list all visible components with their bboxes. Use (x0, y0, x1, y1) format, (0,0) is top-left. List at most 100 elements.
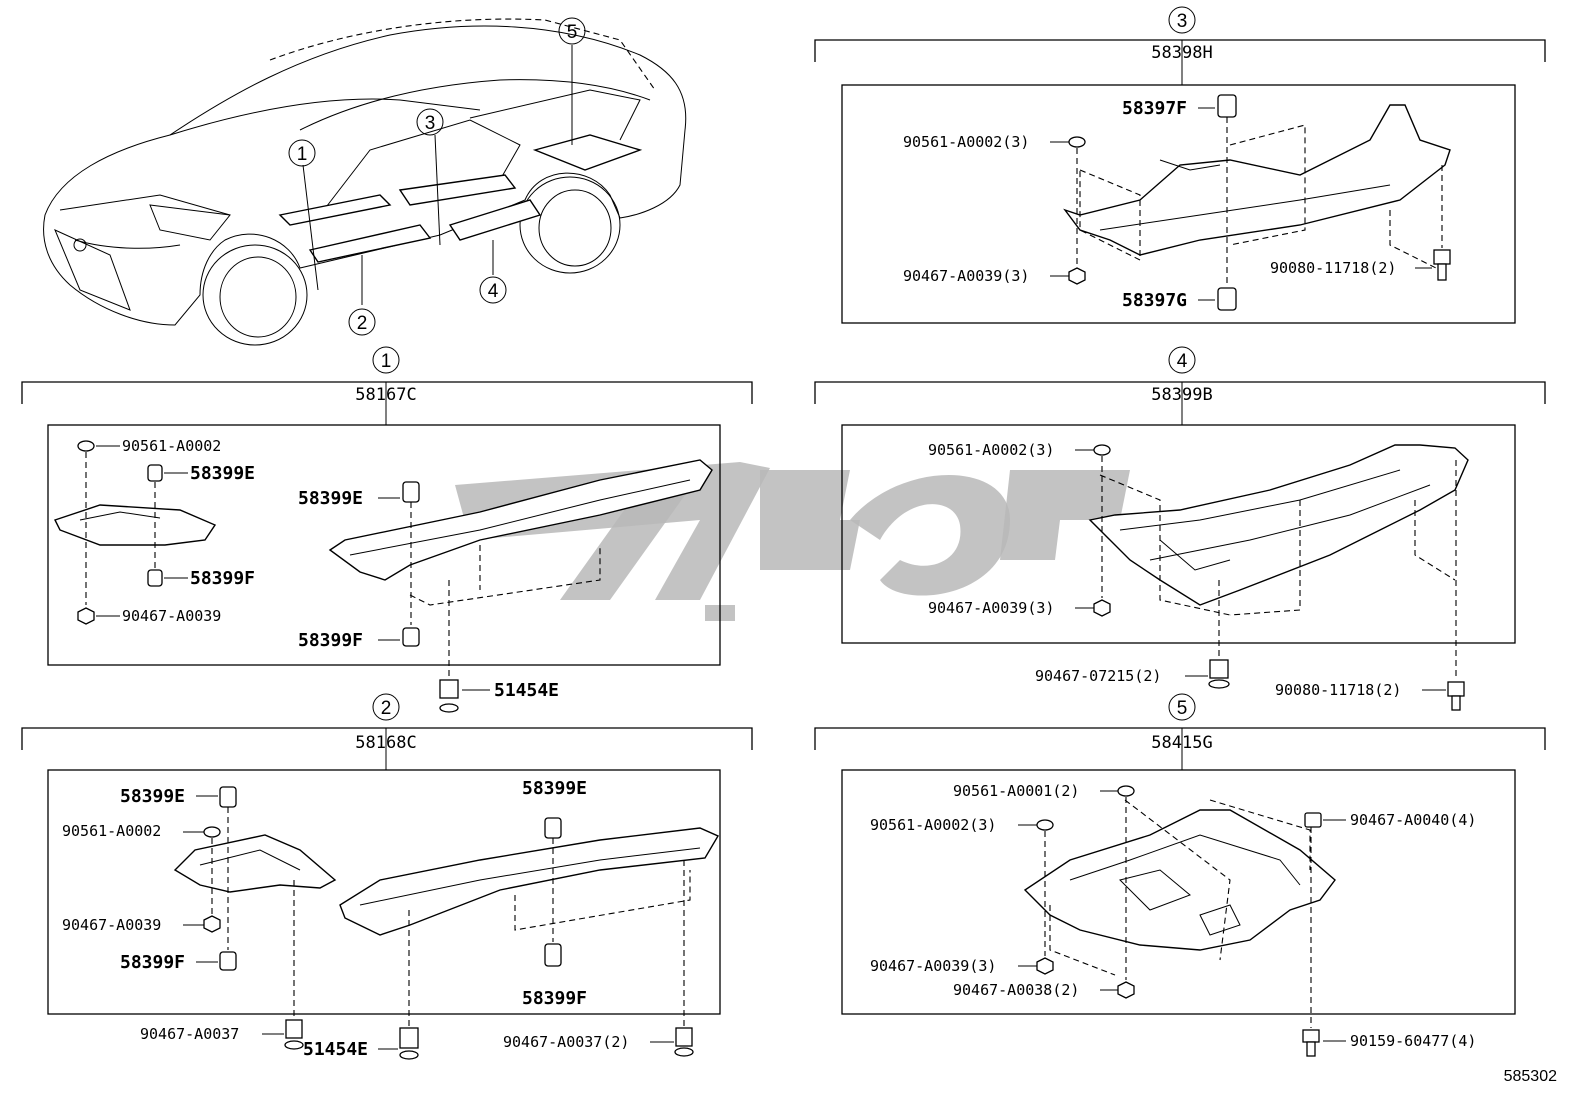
label-58397G: 58397G (1122, 290, 1187, 311)
label-90467-A0039-3: 90467-A0039(3) (903, 267, 1029, 285)
label-90467-A0037: 90467-A0037 (140, 1025, 239, 1043)
overview-callout-3: 3 (416, 108, 444, 136)
bolt-icon (1447, 681, 1465, 711)
group-4-58399B: 4 58399B 90561-A0002(3) 90467-A0039(3) (814, 346, 1546, 711)
group-5-detail-frame (841, 769, 1516, 1015)
vehicle-overview (43, 18, 687, 346)
engine-under-cover (1023, 809, 1336, 951)
svg-text:3: 3 (425, 113, 436, 134)
overview-callout-2: 2 (348, 308, 376, 336)
group-5-58415G: 5 58415G 90561-A0001(2) 90561-A0002(3) (814, 693, 1546, 1057)
group-3-callout (1168, 6, 1196, 34)
clip-icon (1117, 785, 1135, 797)
grommet-icon (1217, 287, 1237, 311)
grommet-icon (544, 943, 562, 967)
nut-icon (1068, 267, 1086, 285)
label-58399F: 58399F (120, 952, 185, 973)
group-3-assembly-code: 58398H (1151, 43, 1212, 63)
label-51454E: 51454E (494, 680, 559, 701)
group-5-number: 5 (1177, 698, 1188, 719)
bolt-icon (439, 679, 459, 713)
label-58397F: 58397F (1122, 98, 1187, 119)
grommet-icon (544, 817, 562, 839)
grommet-icon (402, 481, 420, 503)
label-58399F-long: 58399F (298, 630, 363, 651)
label-90467-A0039-3: 90467-A0039(3) (870, 957, 996, 975)
group-3-detail-frame (841, 84, 1516, 324)
group-4-callout (1168, 346, 1196, 374)
grommet-icon (147, 464, 163, 482)
label-90467-07215-2: 90467-07215(2) (1035, 667, 1161, 685)
group-5-assembly-code: 58415G (1151, 733, 1212, 753)
label-90467-A0040-4: 90467-A0040(4) (1350, 811, 1476, 829)
grommet-icon (219, 951, 237, 971)
label-90561-A0002: 90561-A0002 (122, 437, 221, 455)
label-90561-A0002-3: 90561-A0002(3) (903, 133, 1029, 151)
bolt-icon (1208, 659, 1230, 689)
watermark-logo (455, 462, 1130, 621)
bolt-icon (1433, 249, 1451, 281)
label-58399E-long: 58399E (522, 778, 587, 799)
svg-text:4: 4 (488, 281, 499, 302)
group-4-detail-frame (841, 424, 1516, 644)
group-3-58398H: 3 58398H 58397F 90561-A0002(3) 90467-A00… (814, 6, 1546, 324)
label-58399E: 58399E (190, 463, 255, 484)
group-1-callout (372, 346, 400, 374)
label-90159-60477-4: 90159-60477(4) (1350, 1032, 1476, 1050)
label-90080-11718-2: 90080-11718(2) (1275, 681, 1401, 699)
svg-text:5: 5 (567, 22, 578, 43)
nut-icon (1036, 957, 1054, 975)
grommet-icon (219, 786, 237, 808)
nut-icon (1093, 599, 1111, 617)
group-2-58168C: 2 58168C (21, 693, 753, 1060)
clip-icon (77, 440, 95, 452)
figure-number: 585302 (1504, 1068, 1557, 1085)
bolt-icon (1302, 1029, 1320, 1057)
clip-icon (1036, 819, 1054, 831)
clip-nut-icon (1304, 812, 1322, 828)
bolt-icon (399, 1027, 419, 1060)
label-90467-A0039: 90467-A0039 (122, 607, 221, 625)
group-4-assembly-code: 58399B (1151, 385, 1212, 405)
svg-text:1: 1 (297, 144, 308, 165)
group-1-assembly-code: 58167C (355, 385, 416, 405)
label-90561-A0002-3: 90561-A0002(3) (870, 816, 996, 834)
small-under-cover (173, 834, 337, 893)
svg-text:2: 2 (357, 313, 368, 334)
label-90467-A0039: 90467-A0039 (62, 916, 161, 934)
grommet-icon (1217, 94, 1237, 118)
label-90561-A0002-3: 90561-A0002(3) (928, 441, 1054, 459)
label-90467-A0037-2: 90467-A0037(2) (503, 1033, 629, 1051)
label-90467-A0039-3: 90467-A0039(3) (928, 599, 1054, 617)
group-2-number: 2 (381, 698, 392, 719)
small-under-cover (54, 504, 217, 546)
long-under-cover (339, 827, 720, 936)
under-cover-4 (1088, 444, 1469, 606)
label-90080-11718-2: 90080-11718(2) (1270, 259, 1396, 277)
group-1-number: 1 (381, 351, 392, 372)
grommet-icon (402, 627, 420, 647)
group-5-callout (1168, 693, 1196, 721)
group-2-detail-frame (47, 769, 721, 1015)
group-2-callout (372, 693, 400, 721)
nut-icon (1117, 981, 1135, 999)
clip-icon (203, 826, 221, 838)
label-58399F-long: 58399F (522, 988, 587, 1009)
label-58399E-long: 58399E (298, 488, 363, 509)
overview-callout-1: 1 (288, 139, 316, 167)
nut-icon (203, 915, 221, 933)
nut-icon (77, 607, 95, 625)
group-3-number: 3 (1177, 11, 1188, 32)
label-90561-A0001-2: 90561-A0001(2) (953, 782, 1079, 800)
overview-callout-4: 4 (479, 276, 507, 304)
group-1-detail-frame (47, 424, 721, 666)
label-58399E: 58399E (120, 786, 185, 807)
label-90467-A0038-2: 90467-A0038(2) (953, 981, 1079, 999)
clip-icon (1068, 136, 1086, 148)
under-cover-3 (1063, 104, 1451, 256)
group-2-assembly-code: 58168C (355, 733, 416, 753)
bolt-icon (674, 1027, 694, 1057)
clip-icon (1093, 444, 1111, 456)
label-90561-A0002: 90561-A0002 (62, 822, 161, 840)
